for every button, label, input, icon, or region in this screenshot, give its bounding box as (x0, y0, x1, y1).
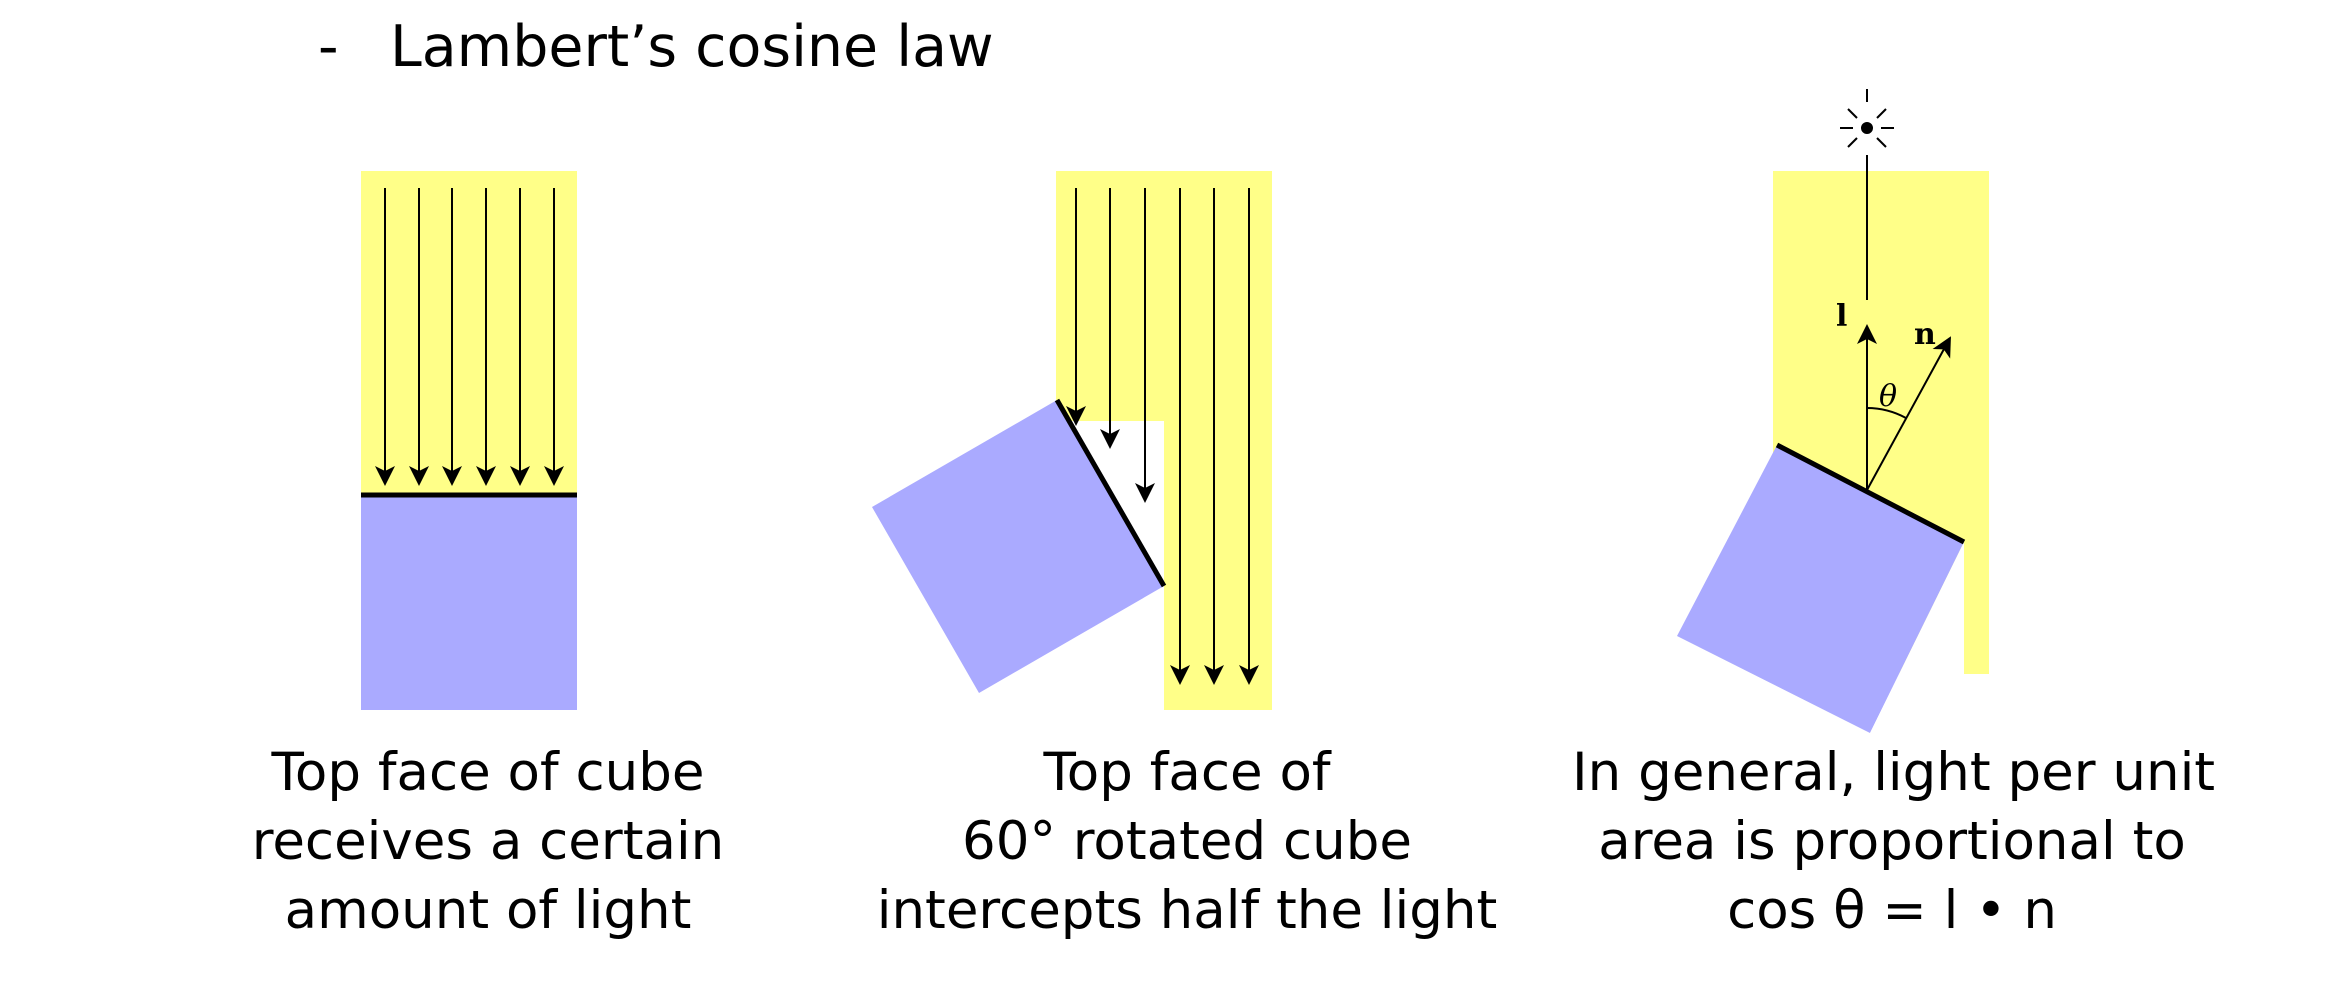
caption-line: 60° rotated cube (962, 811, 1412, 872)
rotated-cube (872, 400, 1164, 693)
caption-line: area is proportional to (1598, 811, 2186, 872)
panel-flat-cube (361, 171, 577, 710)
caption-line: amount of light (284, 880, 692, 941)
caption-line: cos θ = l • n (1727, 880, 2057, 941)
caption-line: Top face of cube (271, 742, 705, 803)
caption-line: In general, light per unit (1572, 742, 2216, 803)
sun-icon (1840, 89, 1894, 168)
light-beam-upper (1056, 171, 1272, 421)
bullet-dash: - (318, 14, 339, 80)
normal-vector-arrow (1866, 336, 1951, 491)
slide-title: Lambert’s cosine law (390, 14, 994, 80)
top-face-edge (1775, 442, 1966, 545)
background-patch (1870, 542, 1964, 733)
light-beam (361, 171, 577, 495)
slide-heading: -Lambert’s cosine law (318, 14, 994, 80)
caption-line: receives a certain (251, 811, 725, 872)
caption-rotated-cube: Top face of 60° rotated cube intercepts … (867, 738, 1507, 945)
caption-line: Top face of (1043, 742, 1331, 803)
tilted-cube (1677, 445, 1964, 733)
light-vector-label: l (1836, 299, 1847, 334)
top-face-edge (1054, 398, 1167, 588)
normal-vector-label: n (1914, 317, 1936, 352)
caption-line: intercepts half the light (876, 880, 1498, 941)
angle-label: θ (1879, 379, 1897, 414)
light-rays (375, 188, 564, 486)
light-beam-lower (1164, 400, 1272, 710)
panel-rotated-cube (872, 171, 1272, 710)
angle-arc (1866, 407, 1907, 419)
caption-flat-cube: Top face of cube receives a certain amou… (168, 738, 808, 945)
panel-general-case: l n θ (1677, 89, 1989, 733)
cube-face (361, 495, 577, 710)
light-rays (1066, 188, 1259, 685)
caption-general-case: In general, light per unit area is propo… (1572, 738, 2216, 945)
